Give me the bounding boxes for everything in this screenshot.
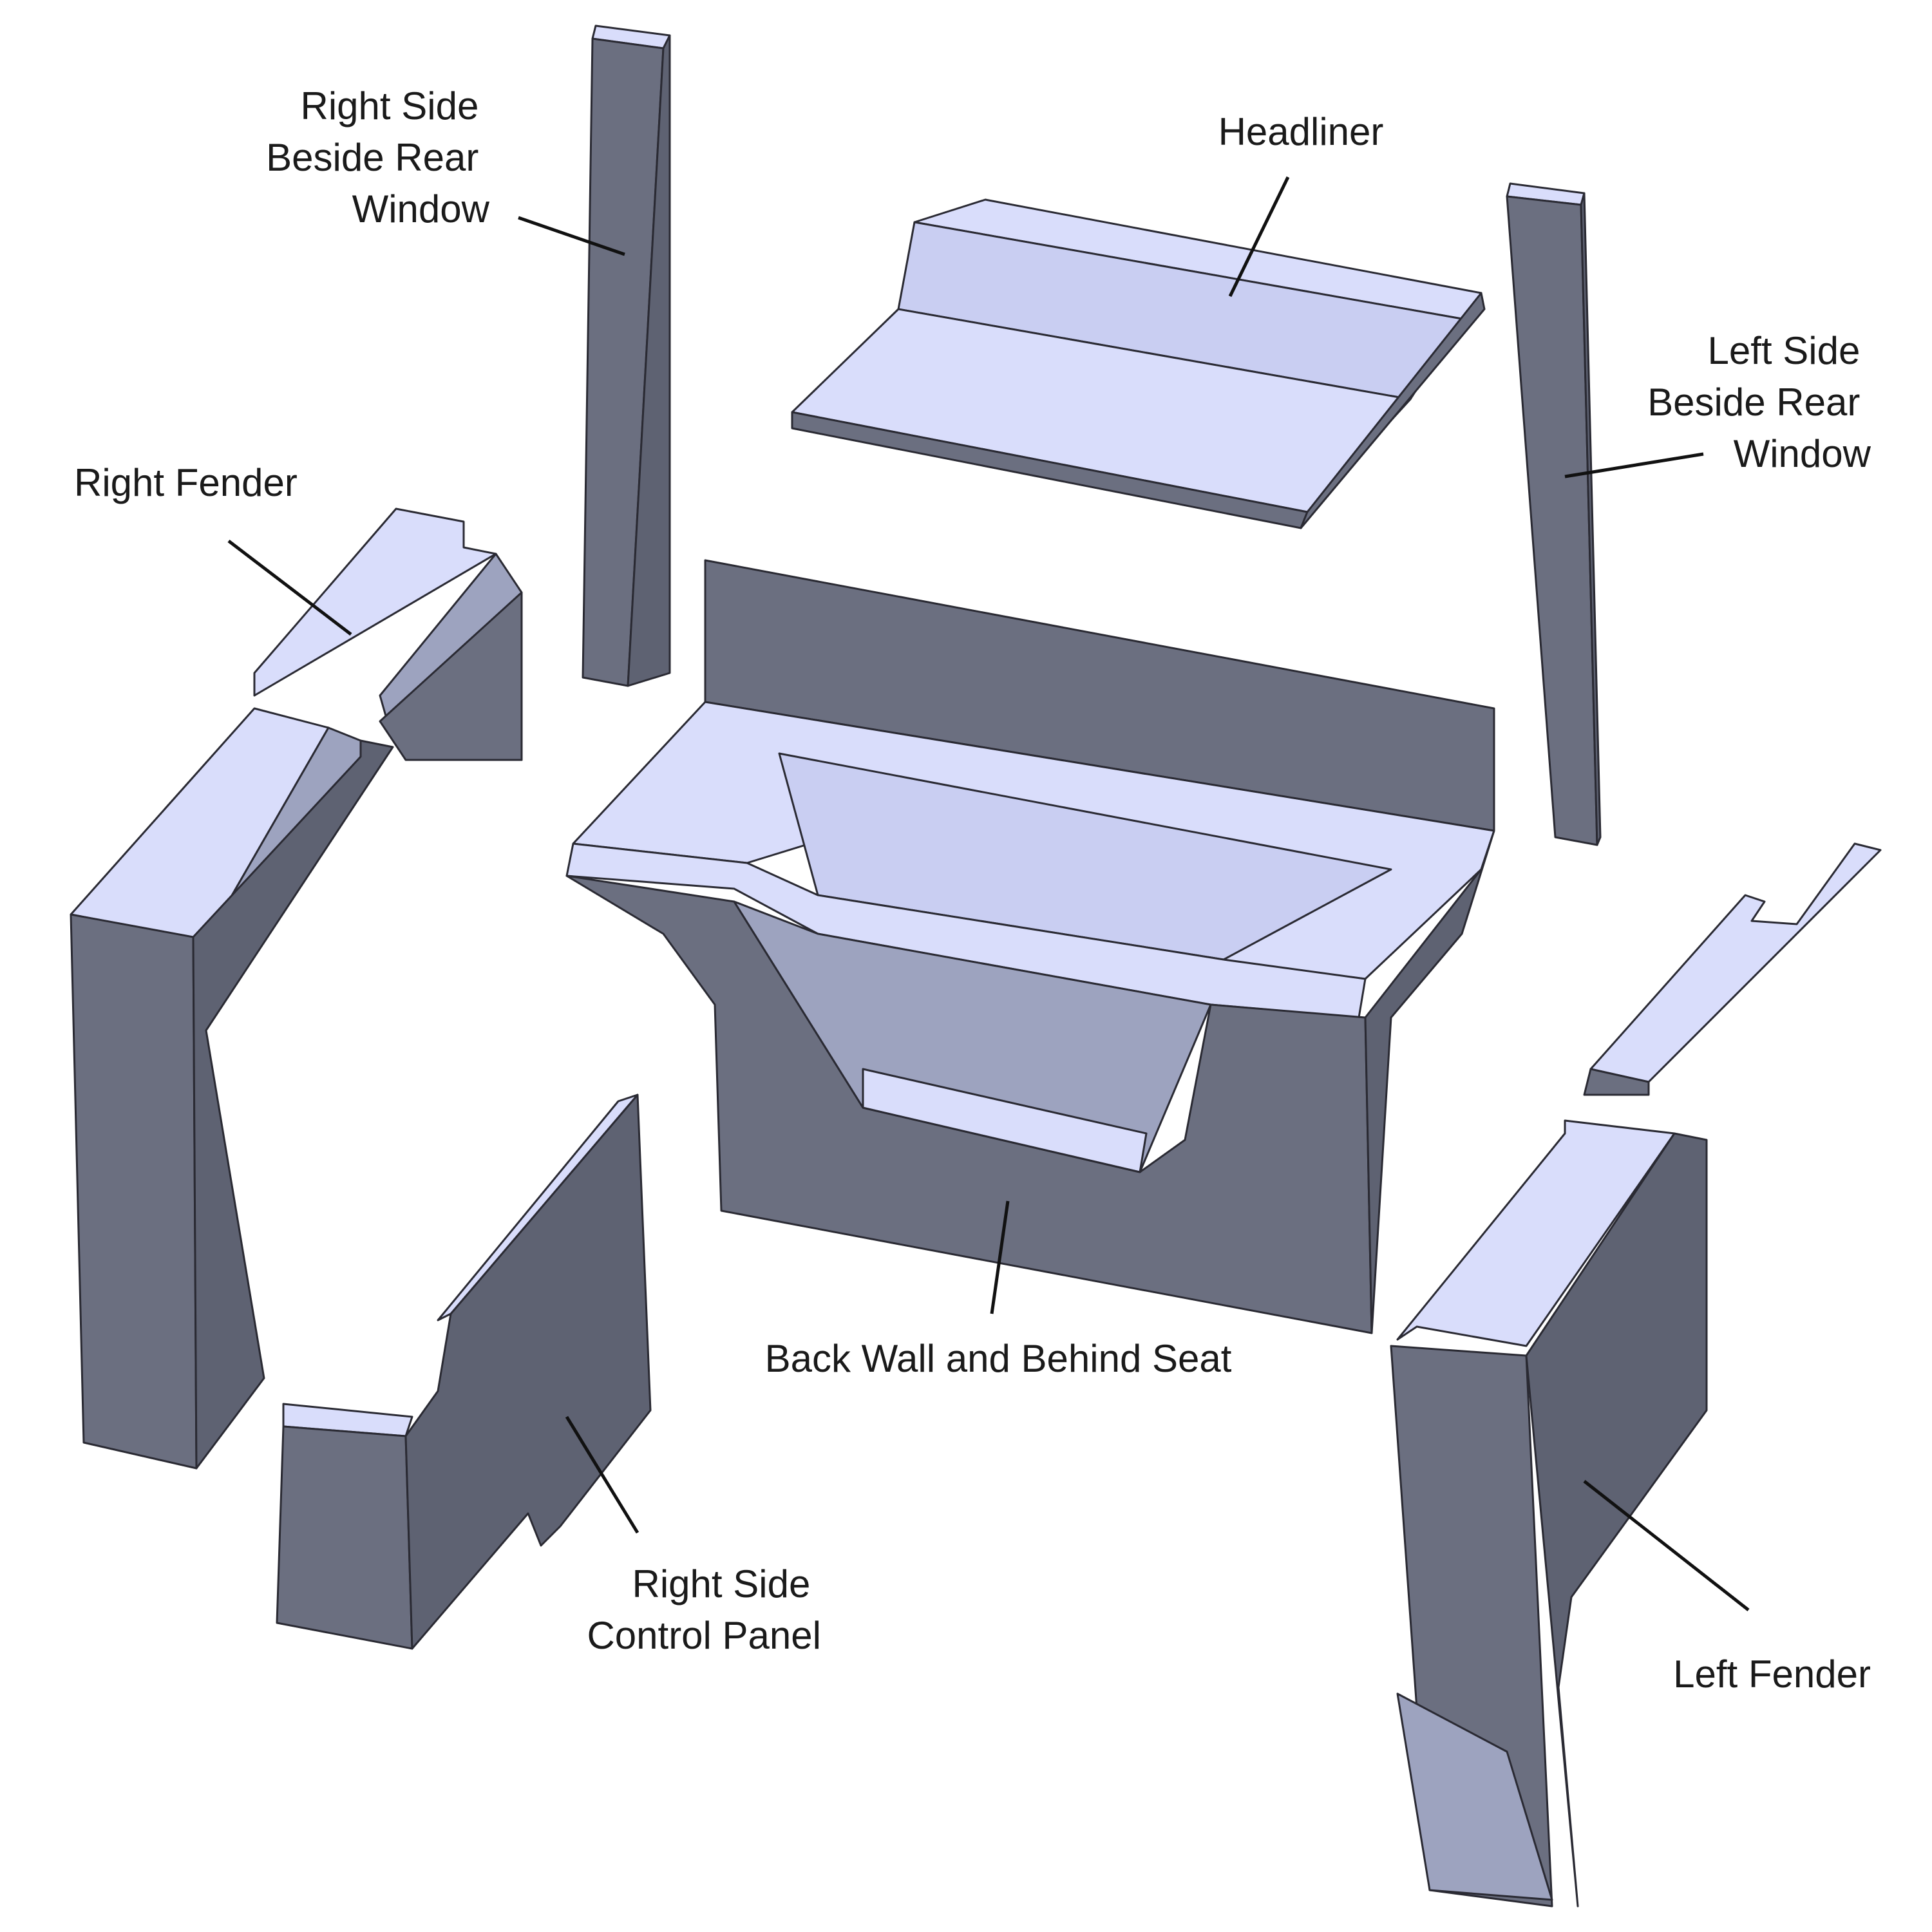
label-left-side-beside-rear-window: Left Side Beside Rear Window	[1647, 329, 1871, 475]
label-line: Right Fender	[74, 461, 298, 504]
part-headliner	[791, 198, 1486, 529]
part-right-side-beside-rear-window	[582, 24, 671, 687]
leader-right-side-beside-rear-window	[518, 216, 625, 256]
leader-headliner	[1228, 176, 1290, 298]
label-line: Left Fender	[1673, 1653, 1871, 1696]
label-right-side-control-panel: Right Side Control Panel	[587, 1562, 821, 1657]
label-headliner: Headliner	[1218, 110, 1384, 153]
label-line: Left Side	[1707, 329, 1860, 372]
leader-lines	[227, 176, 1750, 1611]
label-line: Window	[352, 187, 490, 231]
leader-left-fender	[1583, 1480, 1750, 1611]
label-left-fender: Left Fender	[1673, 1653, 1871, 1696]
leader-back-wall	[990, 1200, 1010, 1314]
label-line: Beside Rear	[1647, 381, 1860, 424]
leader-right-fender	[227, 540, 352, 636]
part-back-wall	[565, 559, 1495, 1334]
part-right-side-control-panel	[276, 1094, 652, 1650]
label-line: Headliner	[1218, 110, 1384, 153]
label-line: Back Wall and Behind Seat	[765, 1337, 1232, 1380]
label-line: Window	[1734, 432, 1871, 475]
leader-left-side-beside-rear-window	[1564, 452, 1704, 478]
part-right-fender	[70, 507, 523, 1470]
labels: Right Side Beside Rear Window Headliner …	[74, 84, 1871, 1696]
label-right-fender: Right Fender	[74, 461, 298, 504]
part-left-fender	[1390, 842, 1882, 1908]
leader-right-side-control-panel	[565, 1416, 639, 1534]
label-right-side-beside-rear-window: Right Side Beside Rear Window	[266, 84, 490, 231]
label-line: Control Panel	[587, 1614, 821, 1657]
label-line: Right Side	[632, 1562, 811, 1605]
label-line: Right Side	[301, 84, 479, 128]
label-back-wall-and-behind-seat: Back Wall and Behind Seat	[765, 1337, 1232, 1380]
part-left-side-beside-rear-window	[1506, 182, 1602, 846]
label-line: Beside Rear	[266, 136, 478, 179]
